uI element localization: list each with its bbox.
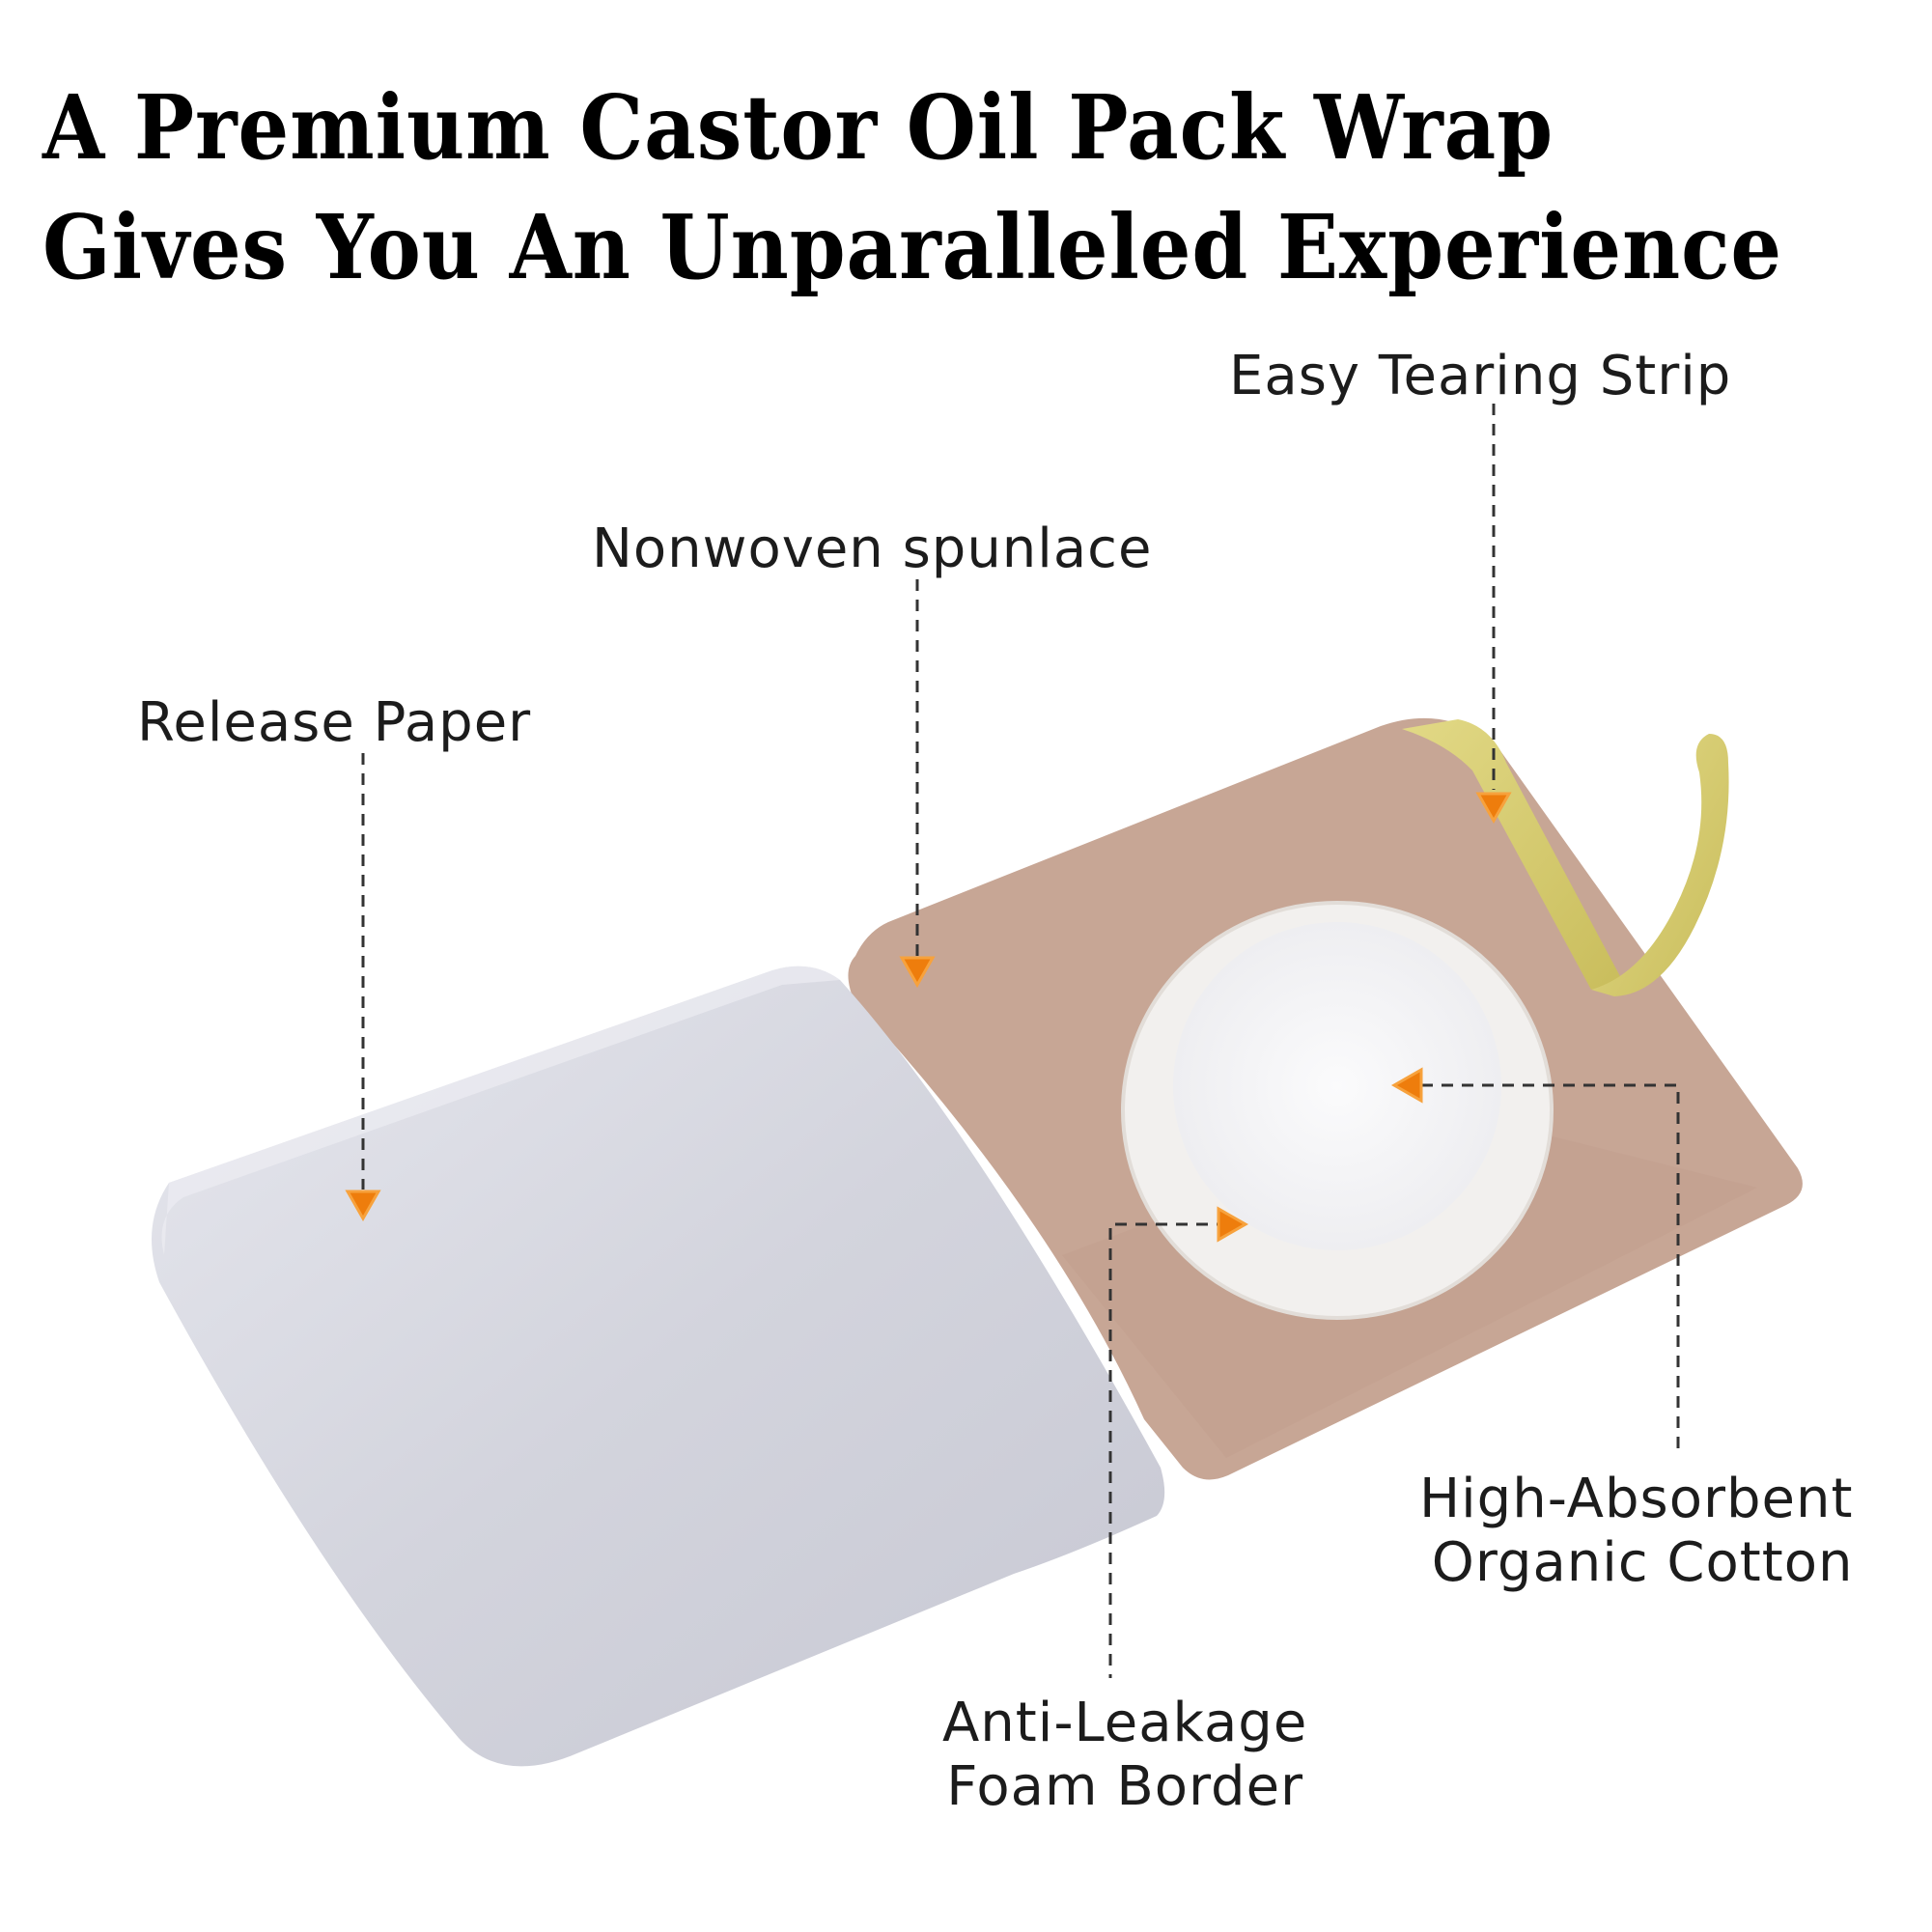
headline: A Premium Castor Oil Pack Wrap Gives You… xyxy=(42,68,1782,307)
arrow-easy-tearing-strip xyxy=(1475,792,1512,825)
arrow-high-absorbent xyxy=(1390,1067,1423,1104)
tearing-strip-tail xyxy=(1591,734,1729,996)
cotton-pad xyxy=(1173,922,1501,1250)
callout-anti-leakage-line-2: Foam Border xyxy=(946,1755,1304,1818)
arrow-release-paper xyxy=(345,1190,381,1222)
callout-release-paper: Release Paper xyxy=(137,691,532,754)
arrow-anti-leakage xyxy=(1217,1206,1249,1243)
callout-high-absorbent-line-1: High-Absorbent xyxy=(1419,1468,1854,1530)
headline-line-2: Gives You An Unparalleled Experience xyxy=(42,195,1783,299)
callout-anti-leakage-line-1: Anti-Leakage xyxy=(942,1692,1308,1754)
callout-anti-leakage: Anti-Leakage Foam Border xyxy=(942,1692,1307,1819)
callout-high-absorbent-line-2: Organic Cotton xyxy=(1431,1531,1854,1594)
arrow-nonwoven-spunlace xyxy=(899,956,936,989)
tearing-strip xyxy=(1402,719,1622,990)
headline-line-1: A Premium Castor Oil Pack Wrap xyxy=(42,75,1554,180)
callout-high-absorbent: High-Absorbent Organic Cotton xyxy=(1419,1468,1853,1595)
leader-high-absorbent xyxy=(1421,1083,1680,1448)
callout-easy-tearing-strip: Easy Tearing Strip xyxy=(1229,345,1732,407)
callout-nonwoven-spunlace: Nonwoven spunlace xyxy=(592,518,1153,580)
release-paper xyxy=(152,966,1165,1767)
